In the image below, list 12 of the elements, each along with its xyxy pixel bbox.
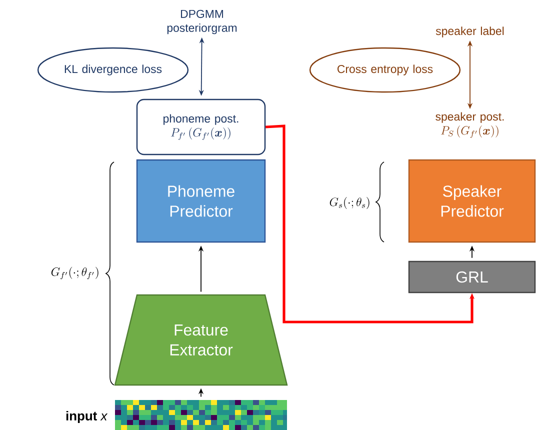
output-text: speaker post. $P_{S}\left(G_{f'}(\boldsymbol{x})\right)$: [436, 112, 504, 138]
extractor-trapezoid: Feature Extractor: [114, 294, 288, 386]
input-label: input x: [66, 410, 108, 424]
formula-label: $G_{s}(\cdot;\theta_{s})$: [330, 197, 370, 209]
caption-text: speaker label: [436, 26, 504, 38]
formula-label: $G_{f'}(\cdot;\theta_{f'})$: [51, 266, 98, 280]
predictor-box: Speaker Predictor: [408, 159, 536, 243]
caption-text: DPGMM posteriorgram: [167, 10, 237, 34]
spectrogram-picture: [115, 400, 287, 430]
predictor-box: Phoneme Predictor: [136, 159, 266, 243]
output-box: phoneme post. $P_{f'}\left(G_{f'}(\boldsymbol{x})\right)$: [136, 98, 266, 156]
grl-box: GRL: [408, 260, 536, 294]
